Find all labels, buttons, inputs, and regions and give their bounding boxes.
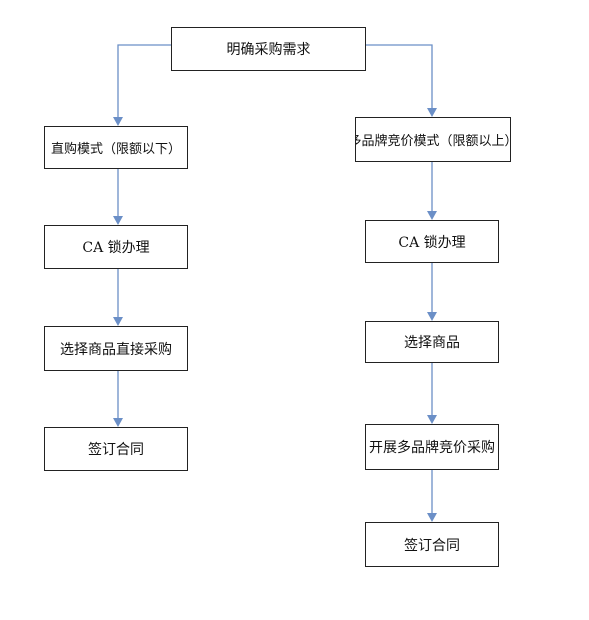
right-step-label-2: 选择商品 [404, 335, 460, 351]
arrowhead-right-mode [427, 108, 437, 117]
left-step-label-3: 签订合同 [88, 442, 144, 458]
left-step-label-1: CA 锁办理 [82, 240, 150, 256]
root-label: 明确采购需求 [226, 42, 311, 58]
arrowhead-right-2 [427, 312, 437, 321]
left-step-box-1: CA 锁办理 [44, 225, 188, 269]
right-step-label-3: 开展多品牌竞价采购 [369, 440, 495, 456]
arrowhead-left-2 [113, 317, 123, 326]
left-step-label-2: 选择商品直接采购 [60, 341, 172, 358]
connector-root-to-right [366, 44, 433, 110]
right-step-box-4: 签订合同 [365, 522, 499, 567]
arrowhead-left-mode [113, 117, 123, 126]
right-step-box-1: CA 锁办理 [365, 220, 499, 263]
arrowhead-left-1 [113, 216, 123, 225]
root-box: 明确采购需求 [171, 27, 366, 71]
left-step-box-2: 选择商品直接采购 [44, 326, 188, 371]
right-mode-label: 多品牌竞价模式（限额以上） [355, 134, 511, 149]
connector-root-to-left [117, 44, 171, 119]
arrowhead-left-3 [113, 418, 123, 427]
right-step-box-3: 开展多品牌竞价采购 [365, 424, 499, 470]
left-step-box-3: 签订合同 [44, 427, 188, 471]
right-step-label-4: 签订合同 [404, 537, 460, 554]
right-step-box-2: 选择商品 [365, 321, 499, 363]
left-mode-label: 直购模式（限额以下） [50, 142, 181, 157]
left-mode-box: 直购模式（限额以下） [44, 126, 188, 169]
right-step-label-1: CA 锁办理 [398, 234, 466, 251]
arrowhead-right-4 [427, 513, 437, 522]
arrowhead-right-1 [427, 211, 437, 220]
right-mode-box: 多品牌竞价模式（限额以上） [355, 117, 511, 162]
arrowhead-right-3 [427, 415, 437, 424]
